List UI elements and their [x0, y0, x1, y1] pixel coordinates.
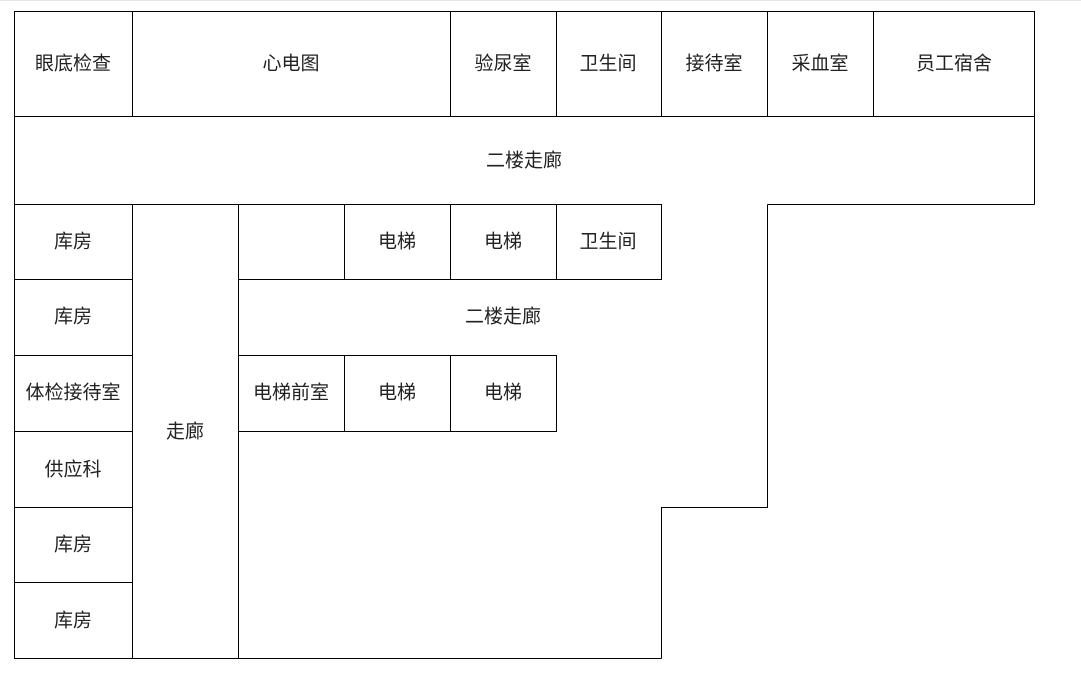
room-reception-top: 接待室 [685, 53, 742, 75]
left-room-column [14, 204, 133, 659]
room-storage-4: 库房 [54, 610, 92, 632]
room-exam-reception: 体检接待室 [25, 382, 120, 404]
room-elevator-3: 电梯 [378, 382, 416, 404]
room-elevator-1: 电梯 [378, 231, 416, 253]
room-storage-2: 库房 [54, 306, 92, 328]
page-top-border [0, 0, 1081, 1]
lower-elevator-row-outline [238, 355, 557, 432]
room-fundus-exam: 眼底检查 [35, 53, 111, 75]
room-corridor-vertical: 走廊 [166, 421, 204, 443]
room-elevator-2: 电梯 [484, 231, 522, 253]
room-storage-1: 库房 [54, 231, 92, 253]
elevator-row [238, 204, 662, 280]
lower-elevator-row [238, 355, 557, 432]
room-supply-dept: 供应科 [44, 459, 101, 481]
room-elevator-4: 电梯 [484, 382, 522, 404]
room-restroom-top: 卫生间 [579, 53, 636, 75]
top-room-row [14, 11, 1035, 117]
room-blood-draw: 采血室 [791, 53, 848, 75]
top-row-outline [14, 11, 1035, 117]
room-restroom-mid: 卫生间 [579, 231, 636, 253]
room-corridor-middle: 二楼走廊 [465, 306, 541, 328]
room-corridor-upper: 二楼走廊 [486, 150, 562, 172]
room-ecg: 心电图 [262, 53, 319, 75]
upper-corridor-walls [14, 116, 1035, 205]
stepped-right-boundary [661, 204, 768, 659]
room-staff-dorm: 员工宿舍 [916, 53, 992, 75]
room-storage-3: 库房 [54, 534, 92, 556]
room-labels: 眼底检查 心电图 验尿室 卫生间 接待室 采血室 员工宿舍 二楼走廊 库房 电梯… [25, 53, 992, 632]
room-urine-lab: 验尿室 [474, 53, 531, 75]
room-elevator-lobby: 电梯前室 [253, 382, 329, 404]
